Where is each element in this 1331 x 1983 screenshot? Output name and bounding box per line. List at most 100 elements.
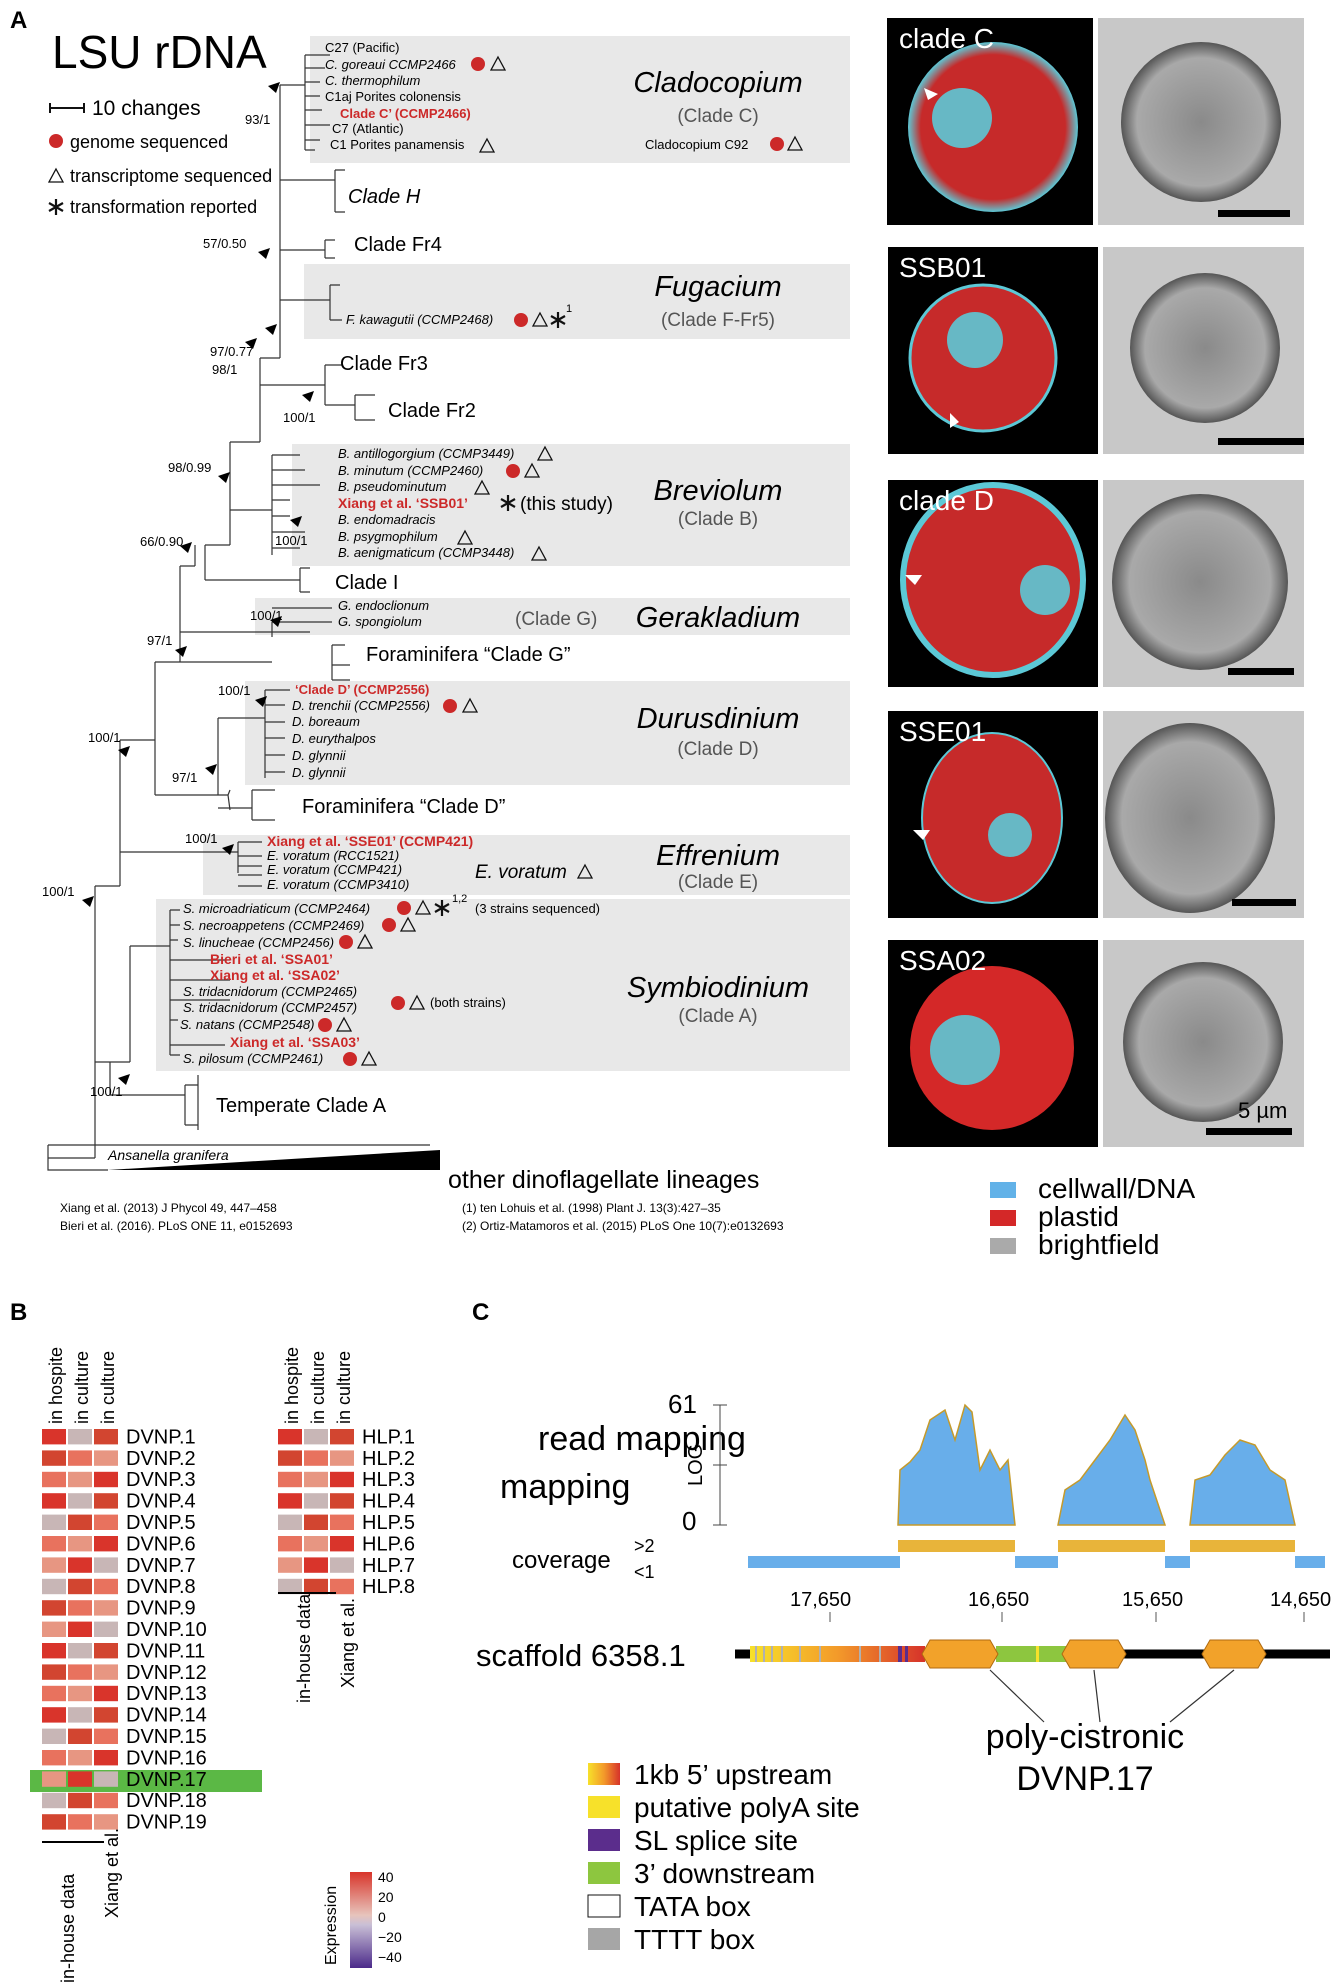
legend-transcriptome: transcriptome sequenced	[70, 166, 272, 186]
dvnp-cell	[68, 1621, 92, 1637]
dvnp-cell	[42, 1514, 66, 1530]
svg-text:D. glynnii: D. glynnii	[292, 748, 347, 763]
svg-text:SL splice site: SL splice site	[634, 1825, 798, 1856]
svg-text:1,2: 1,2	[452, 893, 467, 905]
hlp-cell	[330, 1514, 354, 1530]
svg-text:putative polyA site: putative polyA site	[634, 1792, 860, 1823]
tree-title: LSU rDNA	[52, 26, 267, 78]
hlp-cell	[304, 1514, 328, 1530]
dvnp-label: DVNP.2	[126, 1448, 196, 1470]
dvnp-cell	[94, 1643, 118, 1659]
legend-transformation: transformation reported	[70, 197, 257, 217]
dvnp-cell	[68, 1578, 92, 1595]
svg-text:Xiang et al.: Xiang et al.	[338, 1598, 358, 1688]
hlp-cell	[304, 1471, 328, 1488]
svg-text:66/0.90: 66/0.90	[140, 534, 183, 549]
svg-text:S. pilosum (CCMP2461): S. pilosum (CCMP2461)	[183, 1051, 323, 1066]
svg-text:97/1: 97/1	[172, 770, 197, 785]
dvnp-cell	[94, 1471, 118, 1488]
svg-text:Ansanella granifera: Ansanella granifera	[107, 1147, 229, 1163]
dvnp-label: DVNP.16	[126, 1747, 207, 1769]
svg-text:>2: >2	[634, 1536, 655, 1556]
dvnp-cell	[42, 1643, 66, 1659]
svg-text:C1aj Porites colonensis: C1aj Porites colonensis	[325, 89, 461, 104]
svg-text:1kb 5’ upstream: 1kb 5’ upstream	[634, 1759, 832, 1790]
svg-text:S. tridacnidorum (CCMP2457): S. tridacnidorum (CCMP2457)	[183, 1000, 357, 1015]
panel-a-letter: A	[10, 7, 27, 34]
svg-text:D. boreaum: D. boreaum	[292, 714, 360, 729]
dvnp-cell	[42, 1664, 66, 1680]
coverage-plot	[897, 1403, 1296, 1526]
svg-text:S. microadriaticum (CCMP2464): S. microadriaticum (CCMP2464)	[183, 901, 370, 916]
other-lineages-wedge	[108, 1150, 440, 1170]
svg-text:(this study): (this study)	[520, 494, 613, 515]
svg-text:B. psygmophilum: B. psygmophilum	[338, 529, 438, 544]
svg-text:F. kawagutii (CCMP2468): F. kawagutii (CCMP2468)	[346, 312, 493, 327]
svg-text:Foraminifera “Clade D”: Foraminifera “Clade D”	[302, 796, 505, 818]
svg-text:D. eurythalpos: D. eurythalpos	[292, 731, 376, 746]
dvnp-cell	[42, 1557, 66, 1573]
dvnp-label: DVNP.13	[126, 1683, 207, 1705]
dvnp-label: DVNP.7	[126, 1555, 196, 1577]
cell-label: SSA02	[899, 945, 986, 976]
dvnp-label: DVNP.12	[126, 1662, 207, 1684]
svg-text:C. thermophilum: C. thermophilum	[325, 73, 421, 88]
hlp-cell	[330, 1493, 354, 1509]
heatmap-col-headers: in hospite in culture in culture in hosp…	[46, 1347, 354, 1424]
genome-dot-icon	[49, 134, 63, 148]
dvnp-cell	[94, 1707, 118, 1723]
svg-text:Expression: Expression	[323, 1886, 340, 1965]
references: Xiang et al. (2013) J Phycol 49, 447–458…	[60, 1201, 784, 1233]
svg-text:100/1: 100/1	[250, 608, 283, 623]
dvnp-cell	[68, 1750, 92, 1766]
svg-text:Xiang et al. ‘SSA02’: Xiang et al. ‘SSA02’	[210, 967, 340, 983]
dvnp-cell	[94, 1814, 118, 1830]
dvnp-cell	[94, 1536, 118, 1552]
svg-text:98/0.99: 98/0.99	[168, 460, 211, 475]
svg-text:(both strains): (both strains)	[430, 995, 506, 1010]
svg-text:B. pseudominutum: B. pseudominutum	[338, 479, 447, 494]
phylogenetic-tree	[47, 54, 430, 1171]
scale-bar-label: 5 µm	[1238, 1098, 1287, 1123]
svg-text:Xiang et al.: Xiang et al.	[102, 1828, 122, 1918]
clade-names: Cladocopium (Clade C) Fugacium (Clade F-…	[515, 67, 809, 1027]
panel-c-letter: C	[472, 1299, 489, 1326]
svg-text:B. antillogorgium (CCMP3449): B. antillogorgium (CCMP3449)	[338, 446, 514, 461]
svg-text:(3 strains sequenced): (3 strains sequenced)	[475, 901, 600, 916]
hlp-cell	[278, 1429, 302, 1445]
dvnp-cell	[42, 1493, 66, 1509]
svg-text:(Clade C): (Clade C)	[677, 106, 758, 127]
svg-text:in culture: in culture	[98, 1351, 118, 1424]
svg-text:S. natans (CCMP2548): S. natans (CCMP2548)	[180, 1017, 314, 1032]
clade-shading	[156, 36, 850, 1071]
svg-text:(1) ten Lohuis et al. (1998) P: (1) ten Lohuis et al. (1998) Plant J. 13…	[462, 1201, 721, 1215]
svg-text:Bieri et al. (2016). PLoS ONE: Bieri et al. (2016). PLoS ONE 11, e01526…	[60, 1219, 293, 1233]
svg-text:<1: <1	[634, 1562, 655, 1582]
dvnp-label: DVNP.1	[126, 1426, 196, 1448]
dvnp-label: DVNP.8	[126, 1576, 196, 1598]
dvnp17-label: DVNP.17	[1016, 1760, 1153, 1798]
hlp-label: HLP.3	[362, 1469, 415, 1491]
hlp-cell	[330, 1536, 354, 1552]
svg-text:E. voratum: E. voratum	[475, 862, 567, 883]
svg-text:100/1: 100/1	[90, 1084, 123, 1099]
dvnp-label: DVNP.5	[126, 1512, 196, 1534]
svg-text:(2) Ortiz-Matamoros et al. (20: (2) Ortiz-Matamoros et al. (2015) PLoS O…	[462, 1219, 784, 1233]
svg-text:Clade Fr2: Clade Fr2	[388, 400, 476, 422]
other-clade-labels: Clade H Clade Fr4 Clade Fr3 Clade Fr2 Cl…	[216, 186, 571, 1117]
svg-text:Clade I: Clade I	[335, 572, 398, 594]
dvnp-cell	[68, 1771, 92, 1787]
dvnp-cell	[94, 1578, 118, 1595]
dvnp-cell	[68, 1664, 92, 1680]
svg-text:(Clade D): (Clade D)	[677, 739, 758, 760]
dvnp-label: DVNP.15	[126, 1726, 207, 1748]
hlp-label: HLP.8	[362, 1576, 415, 1598]
channel-legend: cellwall/DNA plastid brightfield	[990, 1173, 1195, 1260]
cell-label: SSB01	[899, 252, 986, 283]
dvnp-cell	[42, 1707, 66, 1723]
dvnp-cell	[68, 1600, 92, 1616]
dvnp-cell	[94, 1557, 118, 1573]
svg-text:57/0.50: 57/0.50	[203, 236, 246, 251]
dvnp-cell	[68, 1707, 92, 1723]
